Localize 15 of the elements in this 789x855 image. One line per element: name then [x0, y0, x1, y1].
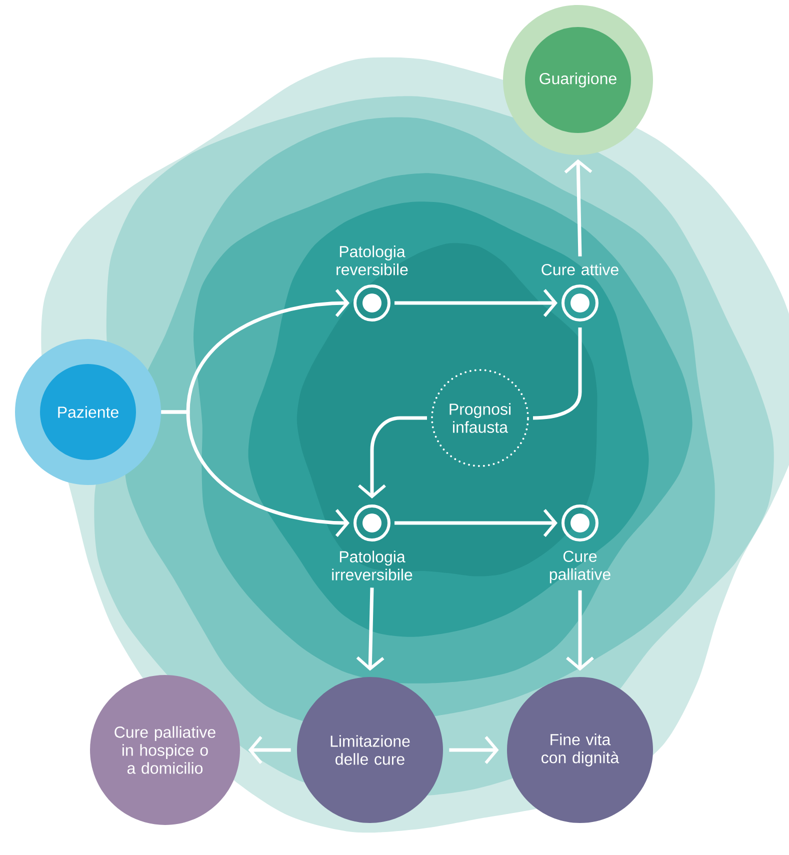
ring-node: Patologia reversibile: [336, 246, 408, 322]
arrow: [161, 410, 350, 537]
arrow: [356, 588, 384, 671]
arrow: [564, 159, 592, 256]
node-label: Patologia reversibile: [336, 246, 408, 276]
arrow: [394, 289, 558, 317]
arrow: [394, 509, 558, 537]
arrow: [358, 416, 427, 498]
ring-node: Patologia irreversibile: [332, 504, 412, 580]
ring-node: Cure attive: [542, 264, 618, 322]
node-label: Patologia irreversibile: [332, 550, 412, 580]
node-label: Cure palliative: [550, 550, 610, 584]
arrow: [566, 590, 594, 671]
ring-node: Cure palliative: [550, 504, 610, 584]
node-label: Cure attive: [542, 264, 618, 276]
